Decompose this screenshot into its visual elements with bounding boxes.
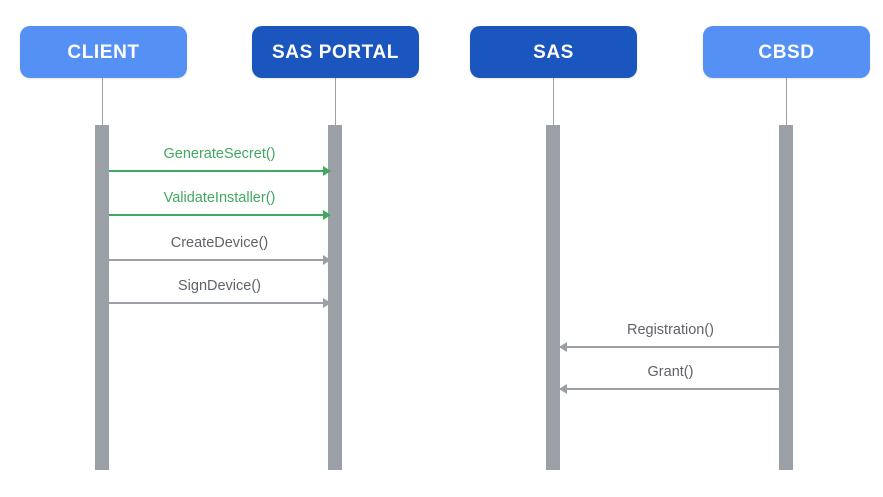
participant-box-client[interactable]: CLIENT [20,26,187,78]
message-line-validate-installer [109,214,330,216]
message-line-sign-device [109,302,330,304]
message-line-create-device [109,259,330,261]
participant-box-sas-portal[interactable]: SAS PORTAL [252,26,419,78]
lifeline-stem-cbsd [786,78,787,125]
message-line-generate-secret [109,170,330,172]
message-label-validate-installer: ValidateInstaller() [163,189,276,206]
lifeline-stem-client [102,78,103,125]
participant-box-cbsd[interactable]: CBSD [703,26,870,78]
participant-label-client: CLIENT [67,41,140,63]
message-label-grant: Grant() [647,363,694,380]
participant-label-sas: SAS [533,41,574,63]
activation-bar-sas-portal [328,125,342,470]
activation-bar-sas [546,125,560,470]
participant-box-sas[interactable]: SAS [470,26,637,78]
lifeline-stem-sas-portal [335,78,336,125]
arrow-head-right-generate-secret [323,166,331,176]
lifeline-stem-sas [553,78,554,125]
arrow-head-right-create-device [323,255,331,265]
activation-bar-client [95,125,109,470]
arrow-head-left-grant [559,384,567,394]
message-label-registration: Registration() [626,321,715,338]
message-line-registration [560,346,781,348]
message-label-create-device: CreateDevice() [170,234,269,251]
activation-bar-cbsd [779,125,793,470]
arrow-head-left-registration [559,342,567,352]
arrow-head-right-validate-installer [323,210,331,220]
message-line-grant [560,388,781,390]
arrow-head-right-sign-device [323,298,331,308]
participant-label-cbsd: CBSD [758,41,815,63]
message-label-sign-device: SignDevice() [178,277,261,294]
participant-label-sas-portal: SAS PORTAL [271,41,400,63]
message-label-generate-secret: GenerateSecret() [163,145,276,162]
